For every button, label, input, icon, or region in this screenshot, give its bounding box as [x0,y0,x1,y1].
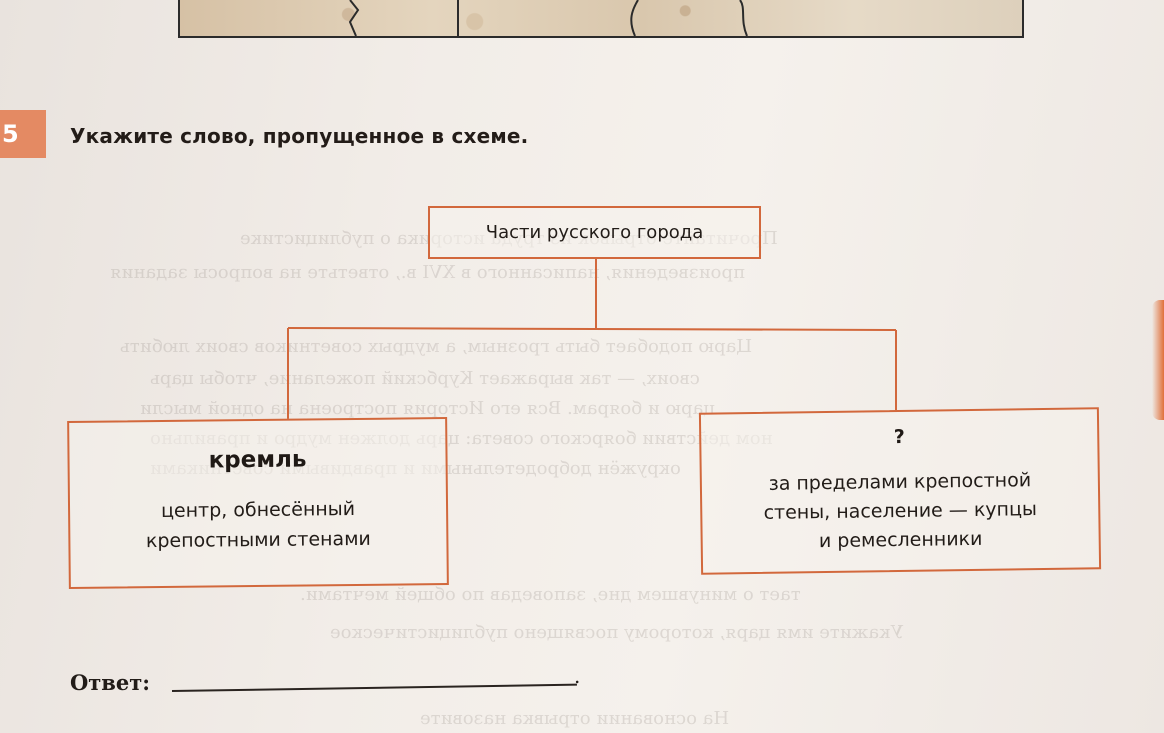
left-box-title: кремль [208,446,307,474]
bleed-through-text: произведения, написанного в XVI в., отве… [110,262,745,283]
diagram-root-label: Части русского города [485,222,704,243]
right-box-description: за пределами крепостной стены, население… [712,465,1089,557]
edge-shadow [1152,300,1164,420]
left-desc-line: центр, обнесённый [160,497,356,523]
answer-trailing-period: . [574,664,581,688]
left-desc-line: крепостными стенами [145,527,371,553]
task-number-badge: 5 [0,110,46,158]
bleed-through-text: На основании отрывка назовите [420,708,730,729]
diagram-left-box: кремль центр, обнесённый крепостными сте… [67,417,449,589]
answer-input-line[interactable] [171,683,577,692]
left-box-description: центр, обнесённый крепостными стенами [80,493,437,557]
map-fragment [178,0,1024,38]
bleed-through-text: Царю подобает быть грозным, а мудрых сов… [120,336,753,357]
bleed-through-text: Укажите имя царя, которому посвящено пуб… [330,622,904,643]
task-instruction: Укажите слово, пропущенное в схеме. [70,124,529,148]
diagram-right-box: ? за пределами крепостной стены, населен… [698,407,1102,575]
bleed-through-text: тает о минувшем дне, заповедав по общей … [300,584,801,605]
bleed-through-text: своих, — так выражает Курбский пожелание… [150,368,700,389]
missing-word-marker: ? [893,425,905,449]
map-boundary-lines [348,0,748,36]
diagram-root-box: Части русского города [428,206,761,259]
bleed-through-text: царю и боярам. Вся его История построена… [140,398,715,419]
right-desc-line: стены, население — купцы [763,498,1038,524]
answer-label: Ответ: [70,670,151,695]
right-desc-line: и ремесленники [818,527,983,553]
